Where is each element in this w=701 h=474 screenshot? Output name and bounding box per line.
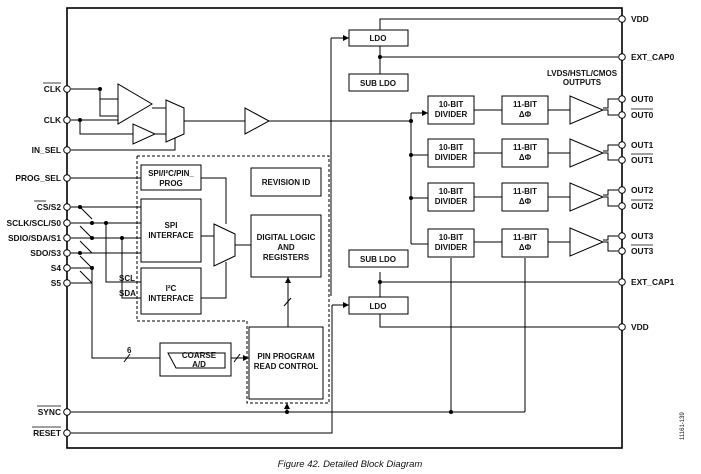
bus-slash-2 — [233, 353, 241, 363]
spi-pin-prog-block: SPI/I²C/PIN_ PROG — [140, 164, 202, 191]
pin-in-sel: IN_SEL — [32, 145, 61, 155]
pin-s4: S4 — [51, 263, 62, 273]
svg-text:ΔΦ: ΔΦ — [519, 153, 532, 162]
pin-ext-cap1: EXT_CAP1 — [631, 277, 675, 287]
revision-id-block: REVISION ID — [250, 167, 322, 197]
ldo-top-block: LDO — [348, 29, 409, 47]
right-pin-labels: VDD EXT_CAP0 OUT0 OUT0 OUT1 OUT1 OUT2 OU… — [631, 14, 675, 332]
svg-text:10-BIT: 10-BIT — [439, 187, 464, 196]
svg-text:10-BIT: 10-BIT — [439, 233, 464, 242]
svg-text:LDO: LDO — [370, 302, 387, 311]
pin-sdo: SDO/S3 — [30, 248, 61, 258]
pin-out3: OUT3 — [631, 231, 654, 241]
phase-blocks: 11-BIT ΔΦ 11-BIT ΔΦ 11-BIT ΔΦ 11-BIT ΔΦ — [501, 95, 549, 258]
left-pin-labels: CLK CLK IN_SEL PROG_SEL CS/S2 SCLK/SCL/S… — [7, 82, 62, 438]
svg-text:SUB LDO: SUB LDO — [360, 79, 396, 88]
pin-s5: S5 — [51, 278, 62, 288]
svg-text:PROG: PROG — [159, 179, 183, 188]
svg-text:DIVIDER: DIVIDER — [435, 197, 468, 206]
pin-program-block: PIN PROGRAM READ CONTROL — [248, 326, 324, 400]
svg-text:A/D: A/D — [192, 360, 206, 369]
sub-ldo-top-block: SUB LDO — [348, 73, 409, 92]
left-pins — [63, 85, 71, 437]
pin-out0-n: OUT0 — [631, 110, 654, 120]
svg-text:DIVIDER: DIVIDER — [435, 110, 468, 119]
ldo-bottom-block: LDO — [348, 296, 409, 315]
pin-out2-n: OUT2 — [631, 201, 654, 211]
pin-cs-s2: CS/S2 — [37, 202, 62, 212]
svg-text:DIVIDER: DIVIDER — [435, 153, 468, 162]
svg-text:DIVIDER: DIVIDER — [435, 243, 468, 252]
pin-out1: OUT1 — [631, 140, 654, 150]
svg-text:INTERFACE: INTERFACE — [148, 294, 194, 303]
outputs-title-line2: OUTPUTS — [563, 78, 602, 87]
svg-text:SPI/I²C/PIN_: SPI/I²C/PIN_ — [148, 169, 194, 178]
bus-width-label: 6 — [127, 346, 132, 355]
svg-text:11-BIT: 11-BIT — [513, 233, 537, 242]
right-pins — [618, 15, 626, 331]
svg-text:SUB LDO: SUB LDO — [360, 255, 396, 264]
pin-sync: SYNC — [38, 407, 61, 417]
chip-outline — [66, 7, 623, 449]
sda-label: SDA — [119, 289, 136, 298]
pin-vdd-bottom: VDD — [631, 322, 649, 332]
svg-text:11-BIT: 11-BIT — [513, 100, 537, 109]
pin-ext-cap0: EXT_CAP0 — [631, 52, 675, 62]
svg-text:COARSE: COARSE — [182, 351, 217, 360]
pin-out2: OUT2 — [631, 185, 654, 195]
svg-text:ΔΦ: ΔΦ — [519, 110, 532, 119]
i2c-interface-block: I²C INTERFACE — [140, 267, 202, 315]
pin-clk: CLK — [44, 115, 61, 125]
svg-text:INTERFACE: INTERFACE — [148, 231, 194, 240]
pin-prog-sel: PROG_SEL — [15, 173, 61, 183]
divider-blocks: 10-BIT DIVIDER 10-BIT DIVIDER 10-BIT DIV… — [427, 95, 475, 258]
scl-label: SCL — [119, 274, 135, 283]
sub-ldo-bottom-block: SUB LDO — [348, 249, 409, 268]
control-region-dashed — [136, 155, 330, 404]
svg-text:11-BIT: 11-BIT — [513, 187, 537, 196]
svg-text:I²C: I²C — [166, 284, 177, 293]
figure-caption: Figure 42. Detailed Block Diagram — [278, 459, 423, 470]
pin-out1-n: OUT1 — [631, 155, 654, 165]
outputs-title-line1: LVDS/HSTL/CMOS — [547, 69, 618, 78]
svg-text:LDO: LDO — [370, 34, 387, 43]
svg-text:READ CONTROL: READ CONTROL — [254, 362, 319, 371]
svg-text:SPI: SPI — [165, 221, 178, 230]
svg-text:AND: AND — [277, 243, 295, 252]
output-drivers — [569, 95, 605, 257]
svg-text:DIGITAL LOGIC: DIGITAL LOGIC — [257, 233, 316, 242]
pin-reset: RESET — [33, 428, 62, 438]
bus-slash — [123, 353, 131, 363]
spi-interface-block: SPI INTERFACE — [140, 198, 202, 263]
svg-text:10-BIT: 10-BIT — [439, 100, 464, 109]
pin-out3-n: OUT3 — [631, 246, 654, 256]
svg-text:PIN PROGRAM: PIN PROGRAM — [257, 352, 315, 361]
svg-text:11-BIT: 11-BIT — [513, 143, 537, 152]
interface-mux — [213, 223, 236, 267]
svg-text:10-BIT: 10-BIT — [439, 143, 464, 152]
clock-input-buffers — [117, 83, 185, 145]
svg-text:ΔΦ: ΔΦ — [519, 243, 532, 252]
clock-buffer — [244, 107, 271, 135]
figure-code: 11161-139 — [680, 412, 686, 440]
bus-slash-3 — [283, 297, 292, 307]
svg-text:ΔΦ: ΔΦ — [519, 197, 532, 206]
coarse-ad-block: COARSE A/D — [159, 342, 232, 377]
digital-logic-block: DIGITAL LOGIC AND REGISTERS — [250, 214, 322, 278]
pin-sclk: SCLK/SCL/S0 — [7, 218, 62, 228]
serial-crossings — [79, 206, 93, 284]
svg-text:REGISTERS: REGISTERS — [263, 253, 310, 262]
arrowheads — [243, 35, 428, 409]
svg-text:REVISION ID: REVISION ID — [262, 178, 311, 187]
pin-vdd-top: VDD — [631, 14, 649, 24]
pin-sdio: SDIO/SDA/S1 — [8, 233, 61, 243]
pin-out0: OUT0 — [631, 94, 654, 104]
pin-clk-n: CLK — [44, 84, 61, 94]
